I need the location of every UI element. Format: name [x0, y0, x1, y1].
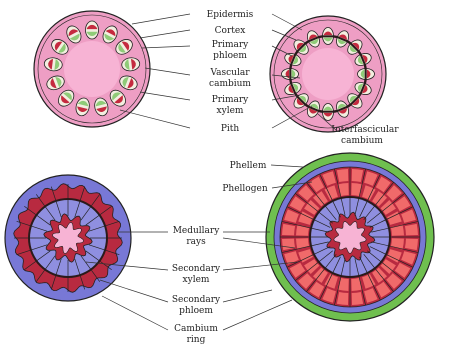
- label-primary-xylem: Primary: [212, 95, 249, 105]
- early-secondary-stem-section: [5, 175, 131, 301]
- bundle-outline: [86, 21, 99, 39]
- primary-stem-section: [34, 11, 150, 127]
- label-secondary-xylem-line2: xylem: [183, 275, 210, 285]
- label-pith: Pith: [221, 124, 240, 134]
- label-interfascicular-cambium: Interfascicular: [331, 125, 399, 135]
- label-vascular-cambium: Vascular: [209, 68, 250, 78]
- label-cambium-ring: Cambium: [174, 324, 218, 334]
- vascular-bundle: [323, 104, 334, 121]
- vascular-bundle: [358, 69, 375, 80]
- label-secondary-phloem-line2: phloem: [179, 306, 213, 316]
- label-medullary-rays: Medullary: [173, 226, 221, 236]
- label-cambium-ring-line2: ring: [187, 335, 206, 345]
- vascular-bundle: [86, 21, 99, 39]
- label-primary-phloem-line2: phloem: [213, 51, 247, 61]
- label-vascular-cambium-line2: cambium: [209, 79, 251, 89]
- pith-disc: [64, 41, 120, 97]
- label-secondary-xylem: Secondary: [172, 264, 221, 274]
- label-phellogen: Phellogen: [222, 184, 267, 194]
- vascular-bundle: [323, 28, 334, 45]
- cambium-stem-section: [270, 16, 386, 132]
- label-primary-xylem-line2: xylem: [217, 106, 244, 116]
- label-primary-phloem: Primary: [212, 40, 249, 50]
- label-phellem: Phellem: [230, 161, 267, 171]
- pith-disc: [302, 48, 354, 100]
- label-interfascicular-cambium-line2: cambium: [341, 136, 383, 146]
- label-secondary-phloem: Secondary: [172, 295, 221, 305]
- label-epidermis: Epidermis: [207, 10, 254, 20]
- mature-secondary-stem-section: [266, 153, 434, 321]
- label-medullary-rays-line2: rays: [186, 237, 206, 247]
- label-cortex: Cortex: [215, 26, 246, 36]
